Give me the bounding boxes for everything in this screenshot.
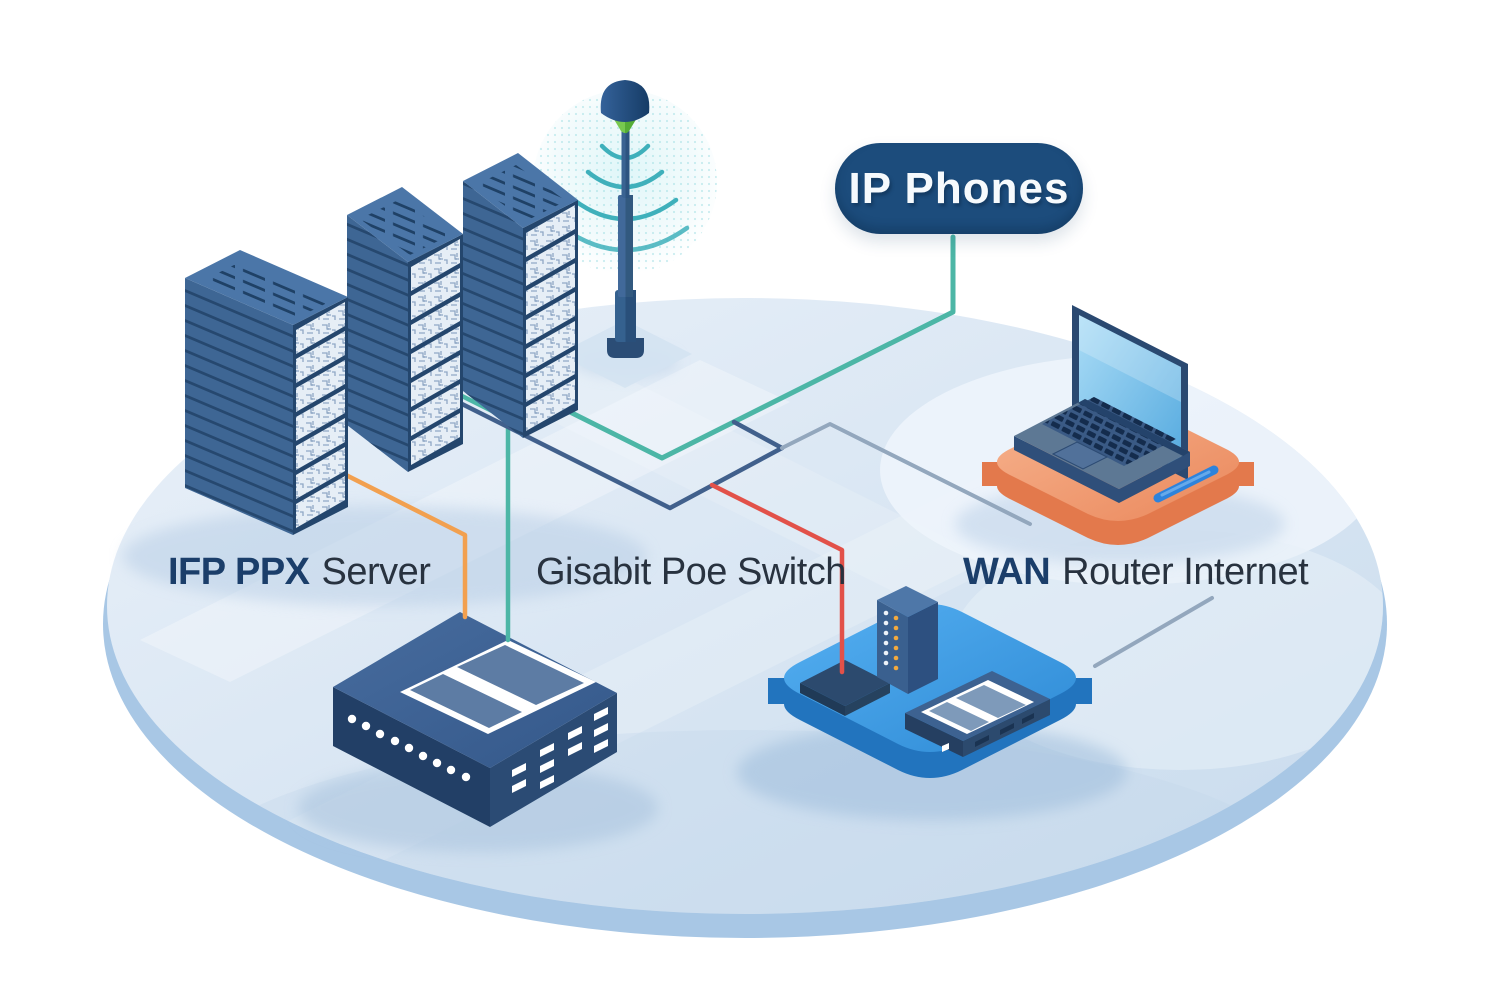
stylus-icon bbox=[1153, 465, 1219, 503]
router-device-icon bbox=[905, 671, 1050, 757]
server-label-text: Server bbox=[321, 551, 431, 593]
connection-gray-laptop-line bbox=[780, 422, 1032, 526]
wan-label-text: Router Internet bbox=[1062, 551, 1309, 593]
switch-label-text: Gisabit Poe Switch bbox=[536, 551, 846, 593]
connection-slate-bridge bbox=[731, 419, 785, 451]
switch-top-label bbox=[400, 640, 596, 734]
switch-led-dots bbox=[347, 714, 471, 782]
router-platform-icon bbox=[768, 586, 1092, 778]
rack-windows bbox=[411, 239, 460, 465]
wireless-access-point-icon bbox=[533, 80, 717, 358]
mini-server-icon bbox=[877, 586, 938, 694]
server-label-bold: IFP PPX bbox=[168, 551, 310, 593]
connection-orange-line bbox=[337, 469, 468, 620]
server-rack-1-icon bbox=[185, 250, 348, 535]
server-rack-3-icon bbox=[463, 153, 578, 438]
server-rack-2-icon bbox=[347, 187, 463, 472]
laptop-icon bbox=[1014, 305, 1219, 503]
connection-slate-line bbox=[455, 399, 785, 511]
connection-red-line bbox=[709, 482, 845, 675]
rack-windows bbox=[526, 205, 575, 431]
cable-pad bbox=[800, 660, 890, 716]
ip-phones-badge: IP Phones bbox=[835, 143, 1083, 234]
ip-phones-badge-label: IP Phones bbox=[848, 163, 1070, 213]
server-label: IFP PPX Server bbox=[168, 551, 431, 593]
switch-ports bbox=[512, 707, 608, 793]
switch-label: Gisabit Poe Switch bbox=[536, 553, 846, 591]
laptop-deck bbox=[1014, 397, 1190, 503]
wan-label-bold: WAN bbox=[963, 551, 1051, 593]
network-switch-icon bbox=[333, 612, 617, 827]
pole-icon bbox=[600, 80, 650, 358]
connection-ip-phones-line bbox=[517, 234, 956, 461]
connection-internet-line bbox=[1093, 596, 1214, 668]
rack-windows bbox=[296, 302, 345, 528]
wan-label: WAN Router Internet bbox=[963, 551, 1309, 593]
